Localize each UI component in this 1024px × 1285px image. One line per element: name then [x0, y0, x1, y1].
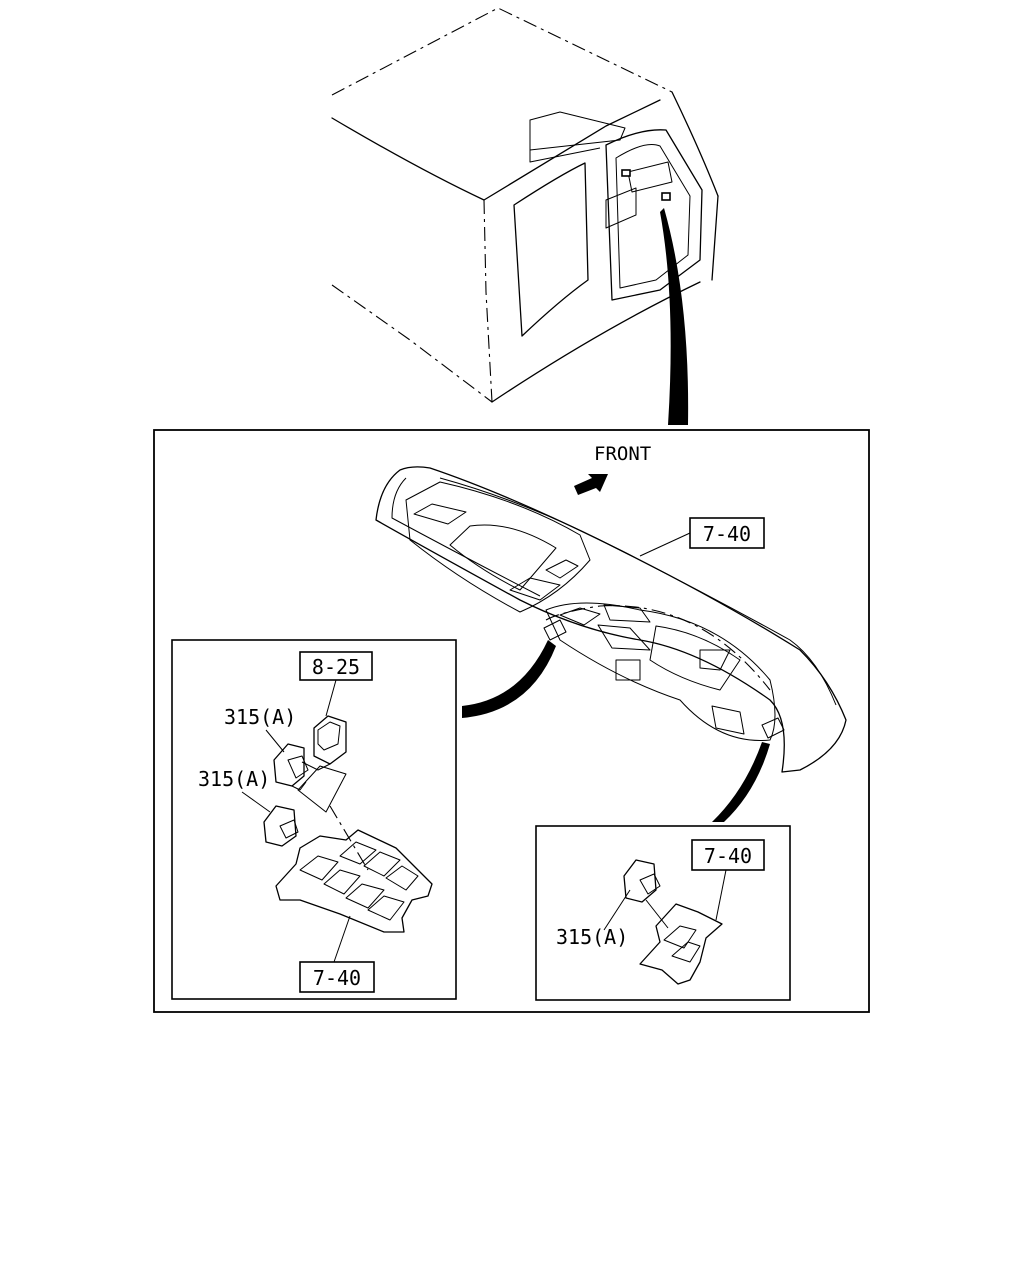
left-switch-upper-label: 315(A) — [224, 705, 296, 729]
vehicle-cab-outline — [331, 7, 719, 403]
dashboard-panel — [375, 466, 847, 773]
front-label: FRONT — [594, 443, 651, 465]
left-inset-frame — [171, 639, 457, 1000]
left-bottom-ref-label: 7-40 — [313, 966, 361, 990]
left-switch-lower-label: 315(A) — [198, 767, 270, 791]
switch-part-315a-lower — [263, 805, 299, 847]
detail-pointer-right — [712, 742, 770, 822]
dash-ref-leader — [639, 532, 691, 557]
left-top-ref-label: 8-25 — [312, 655, 360, 679]
switch-part-825 — [301, 715, 347, 771]
callout-left-bottom-ref: 7-40 — [299, 961, 375, 993]
callout-right-ref: 7-40 — [691, 839, 765, 871]
detail-pointer-left — [462, 640, 556, 718]
switch-part-315a-upper — [273, 743, 309, 791]
right-switch-label: 315(A) — [556, 925, 628, 949]
detail-pointer-cab — [660, 208, 689, 425]
front-indicator: FRONT — [574, 443, 651, 495]
front-arrow-icon — [574, 474, 608, 495]
dash-ref-label: 7-40 — [703, 522, 751, 546]
switch-part-315a-right — [623, 859, 661, 903]
main-detail-frame — [153, 429, 870, 1013]
bezel-plate-right — [639, 903, 723, 985]
right-ref-label: 7-40 — [704, 844, 752, 868]
callout-left-top-ref: 8-25 — [299, 651, 373, 681]
bezel-plate-left — [275, 805, 433, 933]
callout-dash-ref: 7-40 — [689, 517, 765, 549]
